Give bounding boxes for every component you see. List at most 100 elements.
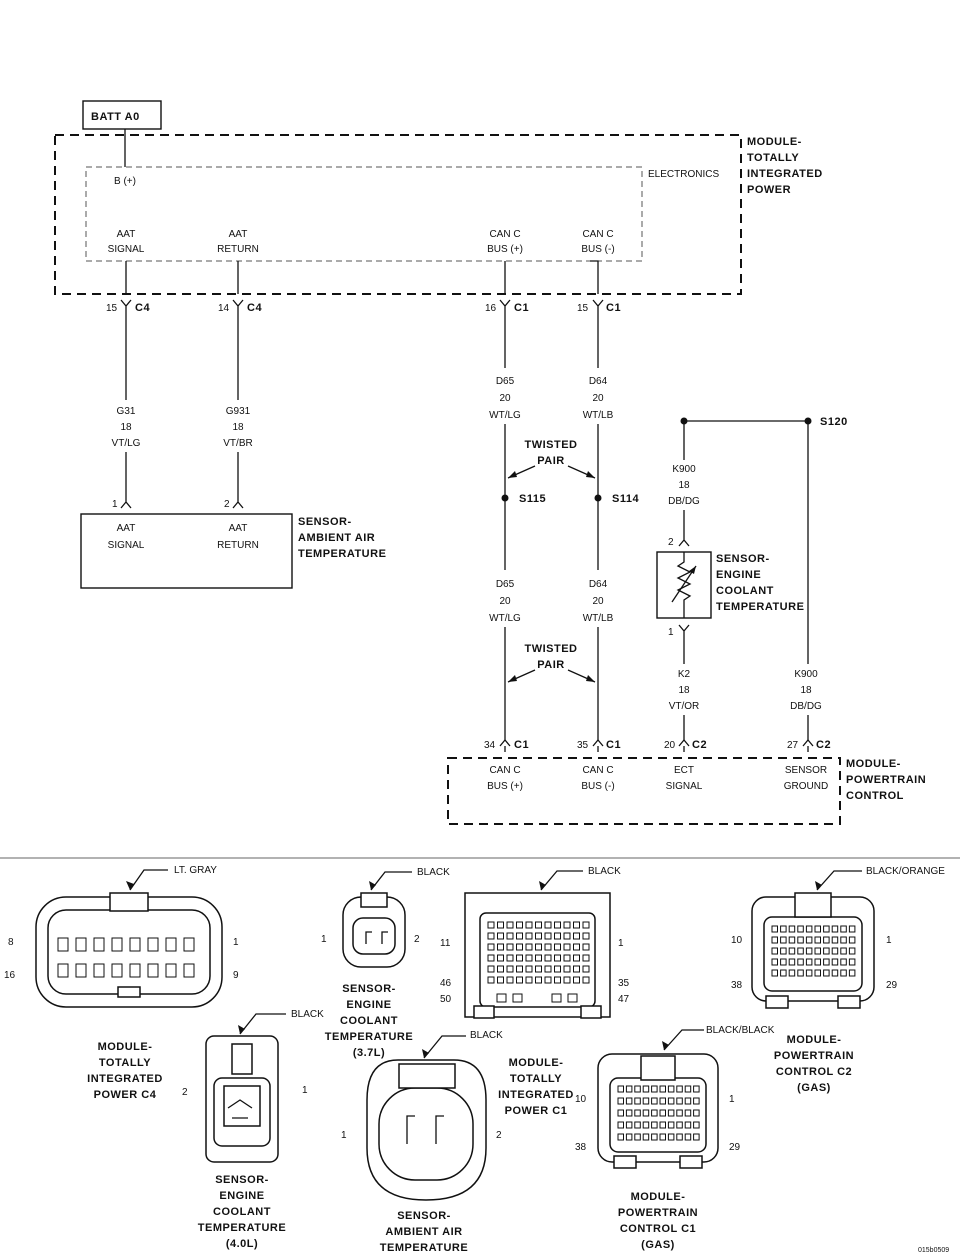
connector-view-ect-3-7l: BLACK 1 2 SENSOR- ENGINE COOLANT TEMPERA… xyxy=(321,867,450,1059)
svg-text:TEMPERATURE: TEMPERATURE xyxy=(716,601,804,613)
pin-cavity xyxy=(506,954,514,962)
pin-cavity xyxy=(667,1121,675,1129)
svg-text:VT/BR: VT/BR xyxy=(223,438,252,449)
connector-view-tipm-c4: LT. GRAY 8 1 16 9 MODULE- TOTALLY INTEGR… xyxy=(4,865,239,1101)
pin-cavity xyxy=(554,976,561,984)
pin-cavity xyxy=(823,947,830,955)
pin-cavity xyxy=(617,1133,624,1141)
pin-cavity xyxy=(780,925,787,933)
svg-text:16: 16 xyxy=(485,303,497,314)
pin-cavity xyxy=(642,1097,650,1105)
svg-text:SIGNAL: SIGNAL xyxy=(108,244,145,255)
pin-cavity xyxy=(573,943,580,951)
svg-text:PAIR: PAIR xyxy=(537,455,564,467)
pin-cavity xyxy=(573,921,580,929)
svg-text:SENSOR-: SENSOR- xyxy=(716,553,770,565)
svg-text:S115: S115 xyxy=(519,493,546,505)
svg-text:20: 20 xyxy=(664,740,676,751)
pin-cavity xyxy=(651,1097,658,1105)
svg-text:COOLANT: COOLANT xyxy=(213,1206,271,1218)
pin-cavity xyxy=(667,1085,675,1093)
c4-pin-14: 14 C4 xyxy=(218,299,262,314)
svg-text:DB/DG: DB/DG xyxy=(668,496,700,507)
pin-cavity xyxy=(676,1097,683,1105)
svg-text:1: 1 xyxy=(233,937,239,948)
svg-text:BUS (-): BUS (-) xyxy=(581,244,614,255)
pin-cavity xyxy=(634,1121,641,1129)
pin-cavity xyxy=(573,932,580,940)
svg-text:S114: S114 xyxy=(612,493,639,505)
pin-cavity xyxy=(831,947,839,955)
pin-cavity xyxy=(544,976,552,984)
pin-cavity xyxy=(506,943,514,951)
svg-text:MODULE-: MODULE- xyxy=(631,1191,686,1203)
svg-text:WT/LG: WT/LG xyxy=(489,613,521,624)
wire-d65-bottom-label: D65 20 WT/LG xyxy=(489,579,521,624)
pin-cavity xyxy=(771,936,778,944)
pin-cavity xyxy=(848,947,856,955)
svg-text:C1: C1 xyxy=(514,739,529,751)
svg-text:46: 46 xyxy=(440,978,452,989)
svg-text:GROUND: GROUND xyxy=(784,781,828,792)
pin-cavity xyxy=(516,954,523,962)
electronics-outline xyxy=(85,166,643,262)
pin-cavity xyxy=(805,958,813,966)
pin-cavity xyxy=(487,965,495,973)
svg-text:BUS (-): BUS (-) xyxy=(581,781,614,792)
pin-cavity xyxy=(659,1133,666,1141)
pin-cavity xyxy=(693,1121,700,1129)
svg-text:BLACK/ORANGE: BLACK/ORANGE xyxy=(866,866,945,877)
svg-text:AAT: AAT xyxy=(229,523,248,534)
aat-sensor-box xyxy=(80,513,293,589)
pin-cavity xyxy=(516,976,523,984)
svg-text:ENGINE: ENGINE xyxy=(346,999,391,1011)
wire-d65-top-label: D65 20 WT/LG xyxy=(489,376,521,421)
connector-view-pcm-c1: BLACK/BLACK 10 1 38 29 MODULE- POWERTRAI… xyxy=(575,1025,775,1251)
pin-cavity xyxy=(535,965,542,973)
svg-text:MODULE-: MODULE- xyxy=(98,1041,153,1053)
pin-cavity xyxy=(525,932,533,940)
svg-text:11: 11 xyxy=(440,938,451,949)
svg-text:35: 35 xyxy=(577,740,589,751)
twisted-pair-bottom: TWISTED PAIR xyxy=(507,643,596,683)
aat-pin-1: 1 xyxy=(112,495,132,510)
pin-cavity xyxy=(563,921,571,929)
pin-cavity xyxy=(554,921,561,929)
pin-cavity xyxy=(573,976,580,984)
svg-text:POWER C1: POWER C1 xyxy=(505,1105,568,1117)
pin-cavity xyxy=(788,958,796,966)
batt-box xyxy=(82,100,162,130)
svg-text:2: 2 xyxy=(496,1130,502,1141)
batt-terminal-label: B (+) xyxy=(114,176,136,187)
svg-text:SENSOR: SENSOR xyxy=(785,765,827,776)
pcm-c1-pin-34: 34 C1 xyxy=(484,738,529,752)
pin-cavity xyxy=(535,932,542,940)
splice-s120: S120 xyxy=(680,416,847,428)
svg-text:27: 27 xyxy=(787,740,799,751)
splice-s115: S115 xyxy=(501,493,546,505)
pin-cavity xyxy=(525,954,533,962)
pin-cavity xyxy=(693,1109,700,1117)
svg-text:29: 29 xyxy=(729,1142,741,1153)
pin-cavity xyxy=(582,976,590,984)
pin-cavity xyxy=(554,954,561,962)
pcm-ect-signal-label: ECT SIGNAL xyxy=(666,765,703,792)
pin-cavity xyxy=(797,936,804,944)
pin-cavity xyxy=(625,1121,633,1129)
svg-text:TOTALLY: TOTALLY xyxy=(510,1073,562,1085)
svg-text:MODULE-: MODULE- xyxy=(846,758,901,770)
pin-cavity xyxy=(848,969,856,977)
svg-text:10: 10 xyxy=(731,935,743,946)
svg-text:15: 15 xyxy=(106,303,118,314)
pin-cavity xyxy=(693,1097,700,1105)
svg-text:C4: C4 xyxy=(135,302,150,314)
pin-cavity xyxy=(684,1109,692,1117)
pin-cavity xyxy=(497,976,504,984)
aat-signal-label: AAT SIGNAL xyxy=(108,523,145,551)
ect-pin-1: 1 xyxy=(668,624,690,638)
pin-cavity xyxy=(544,921,552,929)
pin-cavity xyxy=(535,954,542,962)
pin-cavity xyxy=(814,958,821,966)
wire-k900-top-label: K900 18 DB/DG xyxy=(668,464,700,507)
